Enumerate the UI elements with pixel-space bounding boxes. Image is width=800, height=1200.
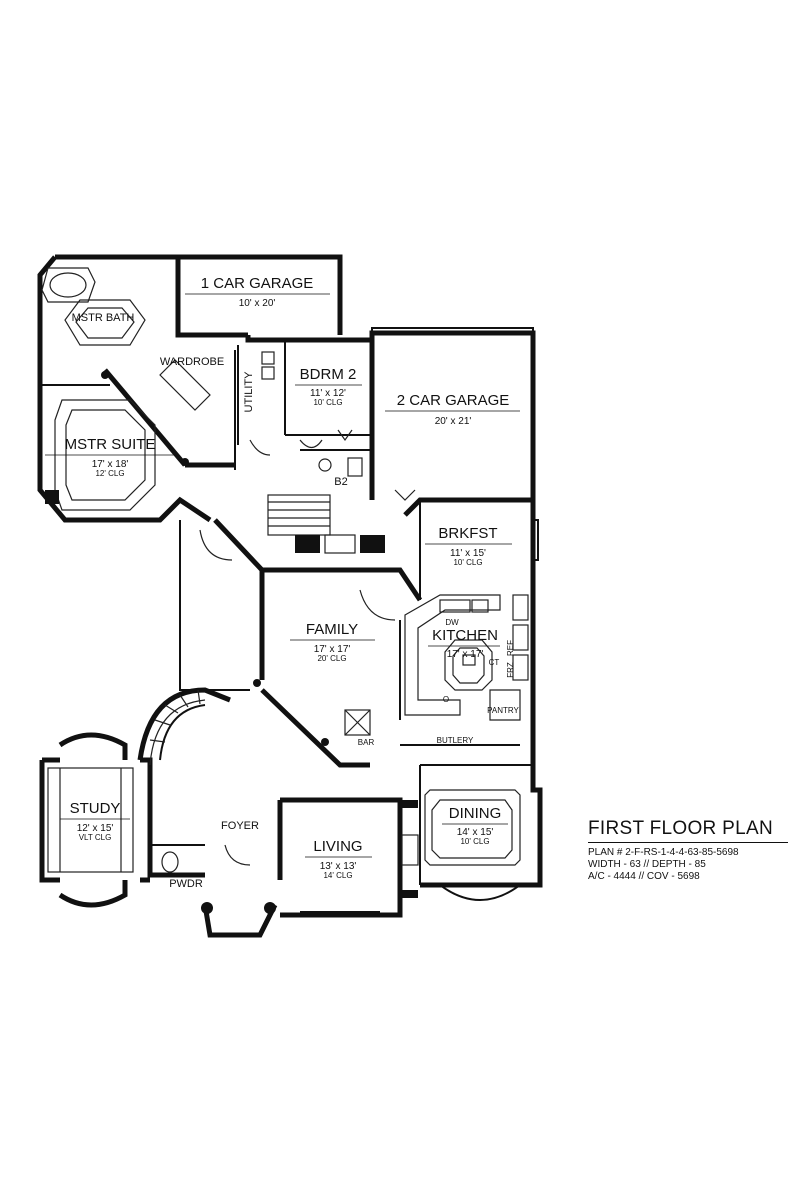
room-clg-study: VLT CLG bbox=[79, 833, 112, 842]
room-dim-study: 12' x 15' bbox=[77, 823, 114, 834]
room-name-bar: BAR bbox=[358, 738, 375, 747]
room-name-study: STUDY bbox=[70, 800, 121, 817]
room-dim-mstr-suite: 17' x 18' bbox=[92, 459, 129, 470]
room-name-utility: UTILITY bbox=[243, 371, 255, 413]
room-name-foyer: FOYER bbox=[221, 820, 259, 832]
room-name-b2: B2 bbox=[334, 476, 347, 488]
room-labels: 1 CAR GARAGE 10' x 20' MSTR BATH WARDROB… bbox=[45, 275, 520, 890]
fixture-label-ref: REF bbox=[506, 640, 515, 656]
plan-width-depth: WIDTH - 63 // DEPTH - 85 bbox=[588, 859, 706, 870]
room-clg-bdrm-2: 10' CLG bbox=[313, 398, 342, 407]
fixtures bbox=[41, 267, 529, 914]
plan-title: FIRST FLOOR PLAN bbox=[588, 818, 788, 843]
room-dim-car-garage-2: 20' x 21' bbox=[435, 416, 472, 427]
windows bbox=[39, 327, 539, 913]
fixture-label-dw: DW bbox=[445, 618, 459, 627]
room-name-butlery: BUTLERY bbox=[437, 736, 474, 745]
room-dim-car-garage-1: 10' x 20' bbox=[239, 298, 276, 309]
room-name-dining: DINING bbox=[449, 805, 502, 822]
room-name-brkfst: BRKFST bbox=[438, 525, 497, 542]
plan-info-block: FIRST FLOOR PLAN PLAN # 2-F-RS-1-4-4-63-… bbox=[588, 818, 788, 883]
room-name-mstr-suite: MSTR SUITE bbox=[65, 436, 156, 453]
room-name-car-garage-2: 2 CAR GARAGE bbox=[397, 392, 510, 409]
room-dim-living: 13' x 13' bbox=[320, 861, 357, 872]
room-name-mstr-bath: MSTR BATH bbox=[72, 312, 135, 324]
room-name-kitchen: KITCHEN bbox=[432, 627, 498, 644]
room-name-car-garage-1: 1 CAR GARAGE bbox=[201, 275, 314, 292]
walls bbox=[37, 254, 543, 938]
room-name-pwdr: PWDR bbox=[169, 878, 203, 890]
room-clg-family: 20' CLG bbox=[317, 654, 346, 663]
room-dim-kitchen: 17' x 17' bbox=[447, 649, 484, 660]
room-name-living: LIVING bbox=[313, 838, 362, 855]
room-name-family: FAMILY bbox=[306, 621, 358, 638]
room-clg-dining: 10' CLG bbox=[460, 837, 489, 846]
plan-number: PLAN # 2-F-RS-1-4-4-63-85-5698 bbox=[588, 847, 739, 858]
room-dim-family: 17' x 17' bbox=[314, 644, 351, 655]
room-dim-dining: 14' x 15' bbox=[457, 827, 494, 838]
plan-area: A/C - 4444 // COV - 5698 bbox=[588, 871, 700, 882]
fixture-label-oven: O bbox=[443, 695, 449, 704]
room-dim-brkfst: 11' x 15' bbox=[450, 548, 486, 559]
room-clg-brkfst: 10' CLG bbox=[453, 558, 482, 567]
room-clg-living: 14' CLG bbox=[323, 871, 352, 880]
room-name-wardrobe: WARDROBE bbox=[160, 356, 224, 368]
room-clg-mstr-suite: 12' CLG bbox=[95, 469, 124, 478]
fixture-label-ct: CT bbox=[489, 658, 500, 667]
room-dim-bdrm-2: 11' x 12' bbox=[310, 388, 346, 399]
room-name-bdrm-2: BDRM 2 bbox=[300, 366, 357, 383]
fixture-label-frz: FRZ bbox=[506, 662, 515, 678]
room-name-pantry: PANTRY bbox=[487, 706, 519, 715]
